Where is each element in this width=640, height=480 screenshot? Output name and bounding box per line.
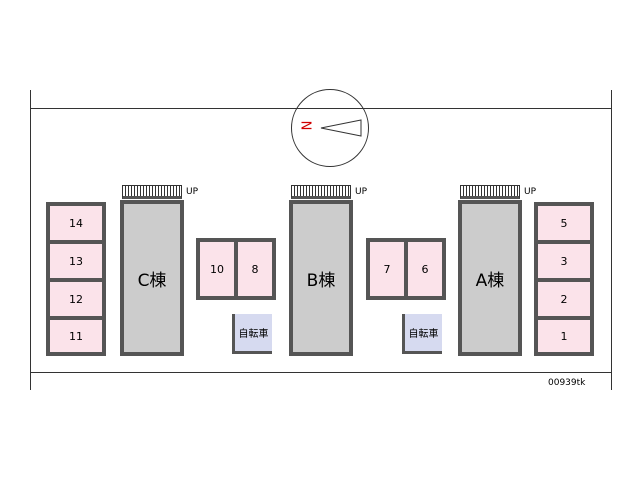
building-b-label: B棟 xyxy=(306,270,336,291)
stairs-a xyxy=(460,185,520,199)
stairs-c xyxy=(122,185,182,199)
building-a: A棟 xyxy=(458,200,522,356)
parking-space-14: 14 xyxy=(46,202,106,244)
compass-icon xyxy=(291,89,369,167)
right-boundary-line xyxy=(611,90,612,390)
building-b: B棟 xyxy=(289,200,353,356)
parking-space-12: 12 xyxy=(46,278,106,320)
parking-space-10: 10 xyxy=(196,238,238,300)
parking-space-11: 11 xyxy=(46,316,106,356)
bottom-boundary-line xyxy=(30,372,612,373)
stairs-up-label-b: UP xyxy=(355,187,368,197)
building-a-label: A棟 xyxy=(475,270,505,291)
stairs-up-label-a: UP xyxy=(524,187,537,197)
stairs-b xyxy=(291,185,351,199)
bicycle-parking-left: 自転車 xyxy=(232,314,272,354)
parking-space-2: 2 xyxy=(534,278,594,320)
parking-space-6: 6 xyxy=(404,238,446,300)
compass-needle-icon xyxy=(320,119,362,137)
parking-space-7: 7 xyxy=(366,238,408,300)
north-label: N xyxy=(297,120,313,131)
bicycle-parking-right: 自転車 xyxy=(402,314,442,354)
parking-space-5: 5 xyxy=(534,202,594,244)
parking-space-13: 13 xyxy=(46,240,106,282)
stairs-up-label-c: UP xyxy=(186,187,199,197)
property-code: 00939tk xyxy=(548,378,586,388)
parking-space-8: 8 xyxy=(234,238,276,300)
parking-space-3: 3 xyxy=(534,240,594,282)
building-c-label: C棟 xyxy=(137,270,167,291)
building-c: C棟 xyxy=(120,200,184,356)
parking-space-1: 1 xyxy=(534,316,594,356)
left-boundary-line xyxy=(30,90,31,390)
